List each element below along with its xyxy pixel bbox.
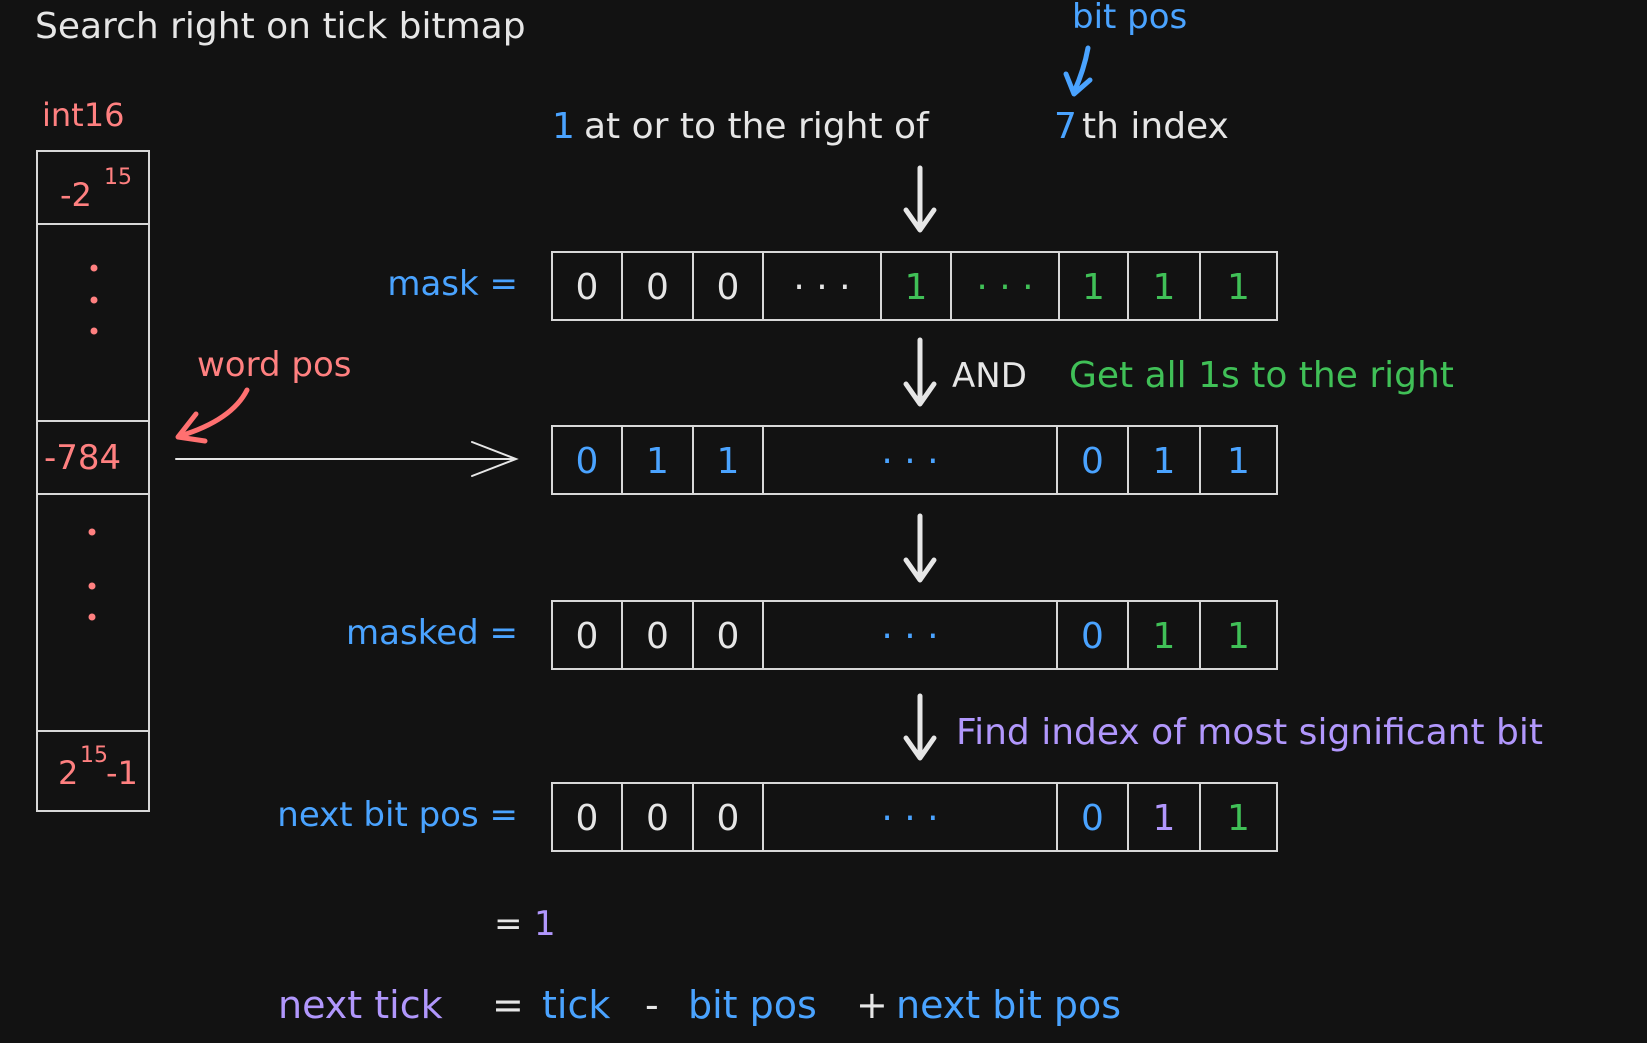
bit-cell: 1 <box>1153 441 1176 482</box>
int16-max-base: 2 <box>58 754 78 792</box>
formula: next tick = tick - bit pos + next bit po… <box>278 983 1121 1027</box>
bit-cell: 1 <box>646 441 669 482</box>
formula-next-tick: next tick <box>278 983 443 1027</box>
bit-cell: 1 <box>1227 267 1250 308</box>
bit-cell: 0 <box>646 267 669 308</box>
formula-tick: tick <box>542 983 610 1027</box>
next-bit-pos-row: 0 0 0 · · · 0 1 1 <box>551 782 1278 852</box>
bit-cell: 1 <box>1227 798 1250 839</box>
bit-cell: 0 <box>576 798 599 839</box>
masked-row: 0 0 0 · · · 0 1 1 <box>551 600 1278 670</box>
bit-row-frame <box>551 251 1278 321</box>
word-bits-row: 0 1 1 · · · 0 1 1 <box>551 425 1278 495</box>
arrow-header-to-mask <box>903 165 937 233</box>
word-to-bitmap-arrow <box>175 441 519 477</box>
masked-label: masked = <box>346 613 518 653</box>
int16-max-suffix: -1 <box>106 754 138 792</box>
mask-label: mask = <box>387 264 518 304</box>
header-middle: at or to the right of <box>584 106 930 147</box>
bit-cell: · · · <box>881 441 938 482</box>
formula-eq: = <box>492 983 524 1027</box>
bit-cell: 1 <box>717 441 740 482</box>
header-tail: th index <box>1082 106 1229 147</box>
bit-row-frame <box>551 600 1278 670</box>
arrow-mask-to-word <box>903 337 937 407</box>
mask-row: 0 0 0 · · · 1 · · · 1 1 1 <box>551 251 1278 321</box>
bit-cell: 0 <box>717 798 740 839</box>
bit-cell: 0 <box>717 267 740 308</box>
bit-cell: 1 <box>1153 616 1176 657</box>
header-line: 1 at or to the right of 7 th index <box>552 106 1229 147</box>
int16-upper-ellipsis <box>90 264 98 335</box>
header-seven: 7 <box>1054 106 1077 147</box>
bit-cell: · · · <box>881 798 938 839</box>
next-bit-pos-label: next bit pos = <box>277 795 518 835</box>
word-pos-arrow <box>175 387 250 444</box>
diagram-title: Search right on tick bitmap <box>35 6 526 47</box>
result-value: 1 <box>534 904 556 944</box>
int16-label: int16 <box>42 96 124 134</box>
bit-cell: 1 <box>1227 441 1250 482</box>
word-pos-label: word pos <box>197 345 351 385</box>
down-arrows <box>903 165 937 761</box>
int16-word-value: -784 <box>44 438 121 478</box>
bit-cell: 0 <box>576 441 599 482</box>
int16-column <box>36 150 150 812</box>
bit-cell: 0 <box>576 616 599 657</box>
bit-cell: 0 <box>646 616 669 657</box>
bit-pos-arrow <box>1063 45 1093 97</box>
bit-row-frame <box>551 782 1278 852</box>
int16-lower-ellipsis <box>88 528 96 621</box>
bit-cell: 0 <box>576 267 599 308</box>
formula-bit-pos: bit pos <box>688 983 817 1027</box>
bit-cell: 0 <box>1081 798 1104 839</box>
bit-cell: 1 <box>1227 616 1250 657</box>
bit-cell: · · · <box>881 616 938 657</box>
bit-cell: 0 <box>1081 441 1104 482</box>
formula-minus: - <box>645 983 659 1027</box>
header-one: 1 <box>552 106 575 147</box>
arrow-masked-to-next <box>903 693 937 761</box>
bit-cell: 0 <box>717 616 740 657</box>
bit-cell: 1 <box>1153 798 1176 839</box>
bit-cell: 0 <box>646 798 669 839</box>
int16-max-exp: 15 <box>80 743 108 768</box>
bit-cell: 1 <box>1153 267 1176 308</box>
int16-min-base: -2 <box>60 176 92 214</box>
bit-cell: 1 <box>905 267 928 308</box>
result-eq: = <box>494 904 523 944</box>
bit-cell: 1 <box>1082 267 1105 308</box>
bit-row-frame <box>551 425 1278 495</box>
int16-min-exp: 15 <box>104 165 132 190</box>
bit-pos-label: bit pos <box>1072 0 1187 37</box>
bit-cell: · · · <box>793 267 850 308</box>
and-note: Get all 1s to the right <box>1069 355 1454 396</box>
and-label: AND <box>952 356 1027 396</box>
bit-cell: 0 <box>1081 616 1104 657</box>
formula-next-bit-pos: next bit pos <box>896 983 1121 1027</box>
arrow-word-to-masked <box>903 513 937 583</box>
formula-plus: + <box>856 983 888 1027</box>
bit-cell: · · · <box>976 267 1033 308</box>
find-note: Find index of most significant bit <box>956 712 1543 753</box>
